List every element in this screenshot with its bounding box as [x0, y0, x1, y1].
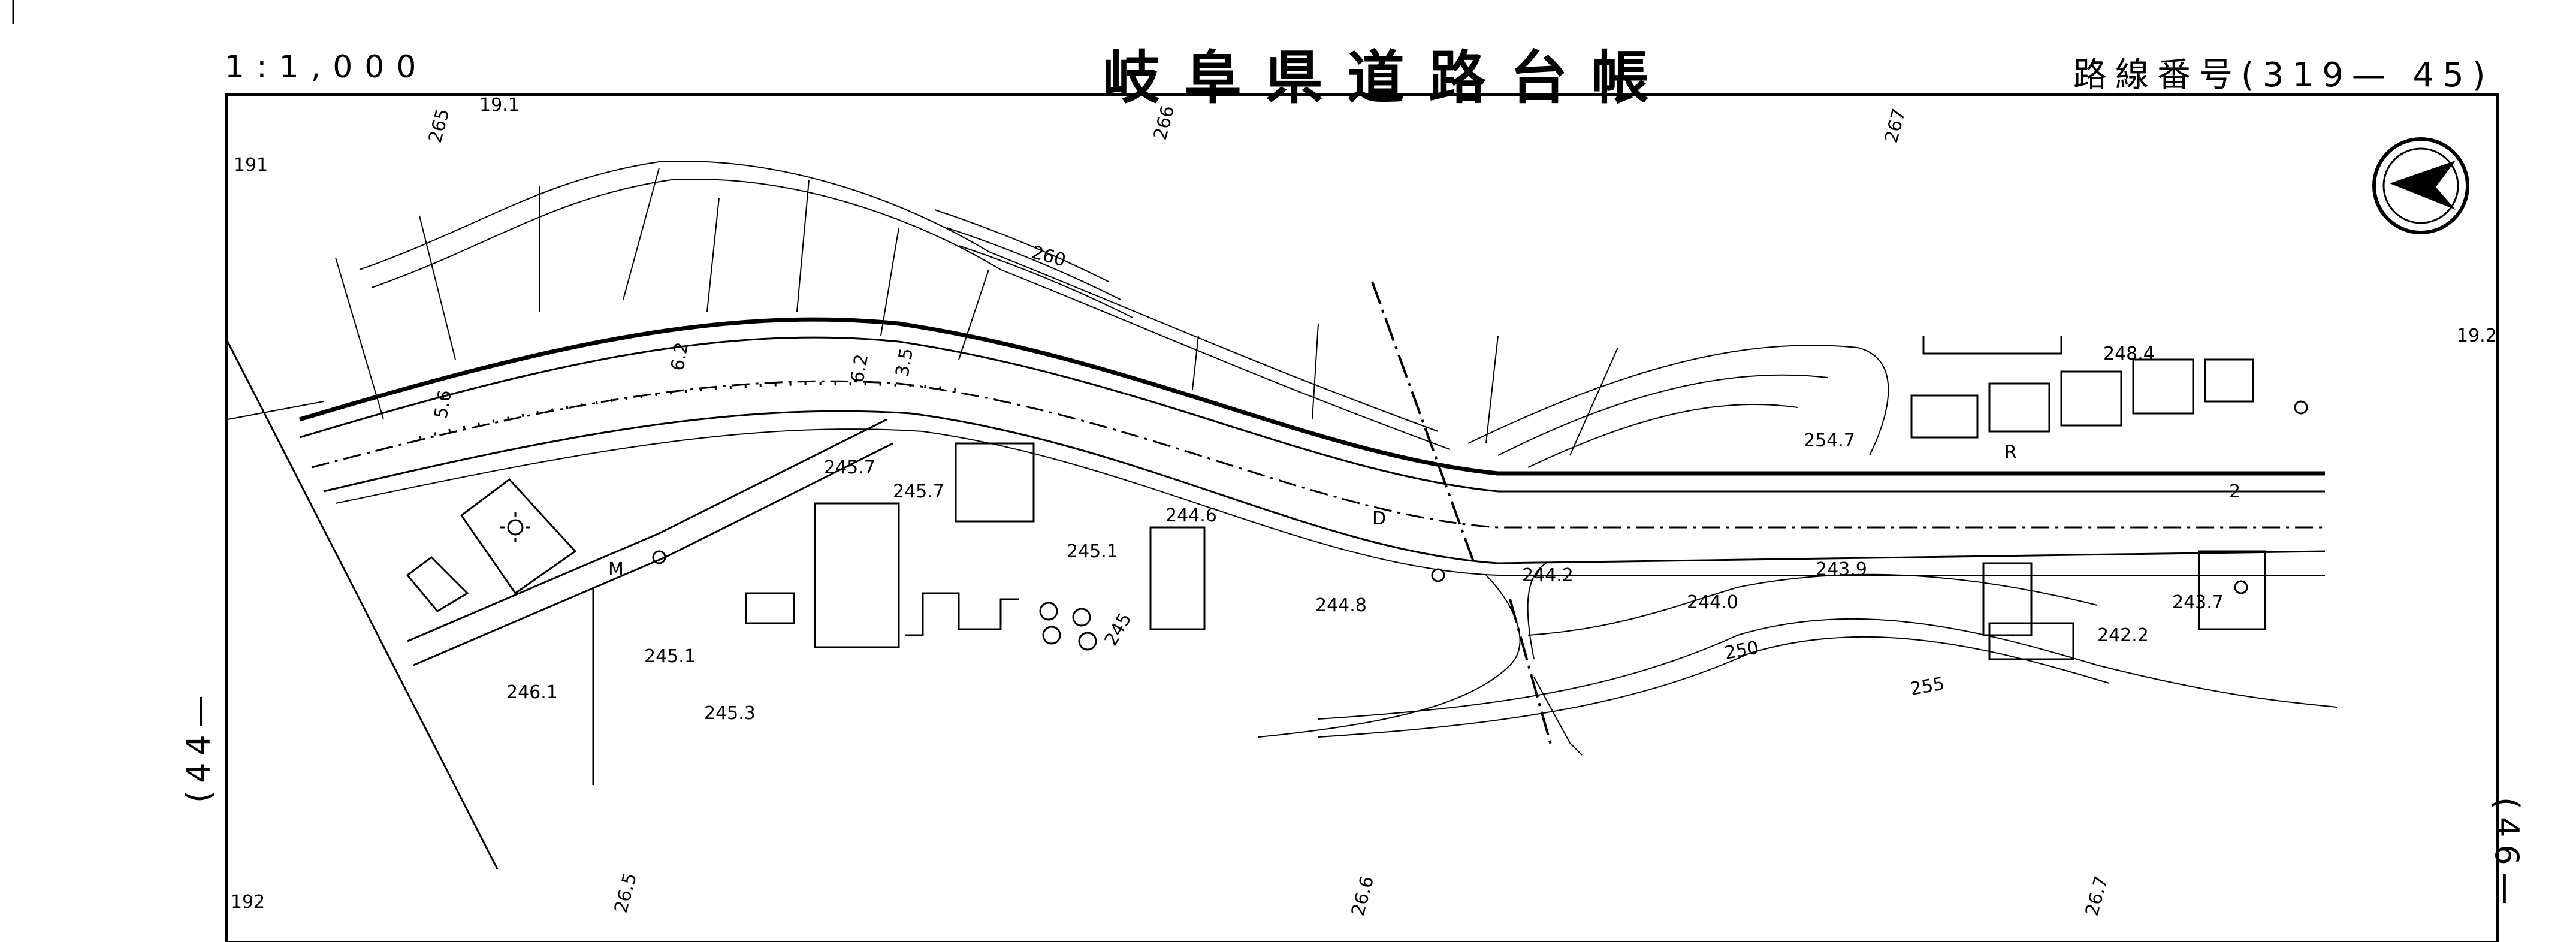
- elevation-label: 246.1: [506, 682, 558, 703]
- elevation-label: 245.3: [704, 703, 756, 724]
- sun-symbol-icon: [500, 512, 530, 542]
- grid-label: 191: [234, 155, 268, 176]
- road-marker: 6.2: [667, 340, 693, 372]
- route-number: 路線番号(319— 45): [2073, 56, 2494, 95]
- grid-label: 267: [1881, 107, 1910, 145]
- elevation-label: 244.6: [1165, 505, 1217, 526]
- elevation-label: 244.2: [1522, 565, 1574, 586]
- grid-label: 26.5: [611, 871, 641, 915]
- grid-label: 266: [1150, 104, 1179, 142]
- elevation-label: 245.1: [1067, 541, 1118, 562]
- grid-label: 26.7: [2082, 874, 2112, 918]
- map-frame: [225, 93, 2499, 942]
- contour-label: 260: [1029, 242, 1068, 271]
- road-marker: 5.6: [430, 388, 456, 420]
- grid-label: 19.2: [2457, 325, 2497, 346]
- grid-label: 265: [425, 107, 454, 145]
- elevation-label: 243.9: [1816, 559, 1867, 580]
- tree-symbols: [652, 400, 2308, 651]
- elevation-label: 242.2: [2097, 625, 2149, 646]
- grid-label: 19.1: [479, 95, 520, 116]
- contour-label: 255: [1908, 673, 1946, 699]
- road-marker: 6.2: [847, 352, 872, 384]
- elevation-label: 244.0: [1687, 592, 1738, 613]
- elevation-label: 245.1: [644, 646, 696, 667]
- north-arrow-icon: [2372, 137, 2469, 234]
- road-marker: R: [2004, 442, 2017, 463]
- grid-label: 26.6: [1348, 874, 1378, 918]
- lower-terrain: [1258, 281, 2338, 756]
- grid-label: 192: [231, 892, 265, 913]
- contour-label: 245: [1101, 609, 1136, 650]
- elevation-label: 254.7: [1804, 430, 1855, 451]
- road-marker: 2: [2229, 481, 2240, 502]
- elevation-label: 245.7: [893, 481, 944, 502]
- road-branch: [227, 341, 893, 869]
- elevation-label: 244.8: [1315, 595, 1367, 616]
- road-main: [298, 317, 2326, 576]
- road-marker: D: [1372, 508, 1386, 529]
- elevation-label: 245.7: [824, 457, 875, 478]
- elevation-label: 248.4: [2103, 343, 2155, 364]
- elevation-label: 243.7: [2172, 592, 2224, 613]
- buildings: [406, 336, 2266, 660]
- map-title: 岐阜県道路台帳: [1103, 44, 1673, 111]
- road-marker: M: [608, 559, 624, 580]
- terrain-contours: [227, 161, 1889, 468]
- road-marker: 3.5: [892, 346, 917, 378]
- map-scale: 1:1,000: [225, 49, 428, 85]
- center-dots: [419, 382, 959, 439]
- contour-label: 250: [1723, 637, 1760, 663]
